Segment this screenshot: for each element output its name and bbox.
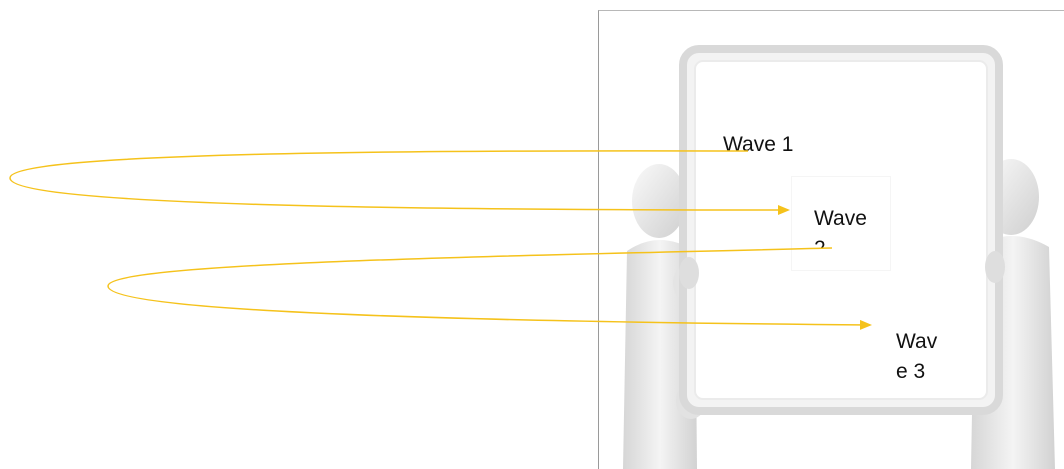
wave-1-label: Wave 1 — [723, 130, 803, 173]
wave-3-label: Wave 3 — [896, 327, 948, 383]
left-head — [632, 164, 686, 238]
wave-2-box: Wave 2 — [792, 177, 890, 270]
wave-2-label: Wave 2 — [814, 204, 872, 248]
